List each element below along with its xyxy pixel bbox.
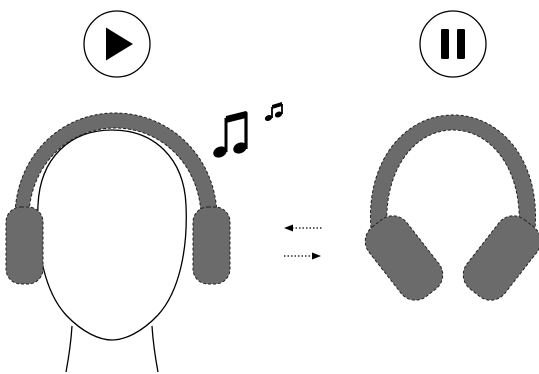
pause-button-circle [420,11,486,77]
arrow-right-icon [284,253,321,260]
head-outline [38,130,187,372]
pause-button [420,11,486,77]
pause-state [358,11,539,307]
head-shape [38,130,187,340]
headphones-removed [358,115,539,307]
arrow-left-icon [284,225,322,232]
neck-right [152,326,158,372]
play-button [84,11,150,77]
music-notes-icon [211,102,283,160]
right-ear-cup [193,207,230,284]
left-ear-cup [6,207,43,284]
music-note-beam [226,111,246,123]
music-note-small-beam [272,102,282,109]
play-state [6,11,283,372]
neck-left [66,326,72,372]
transition-arrows [284,225,322,260]
right-ear-cup [456,209,539,308]
